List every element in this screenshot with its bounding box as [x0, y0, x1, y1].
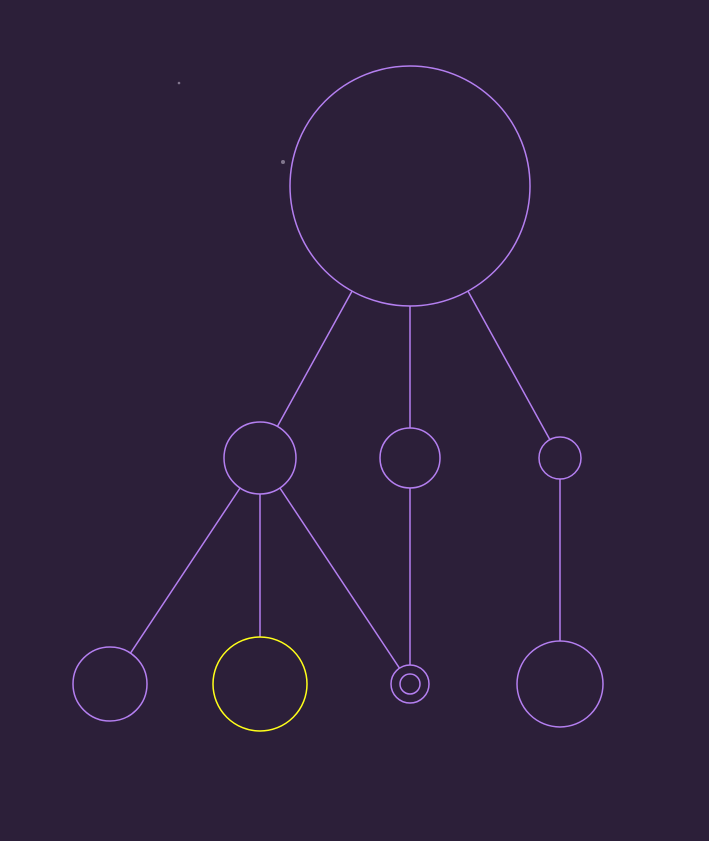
edge-layer — [129, 290, 561, 669]
node-ab — [390, 664, 430, 704]
edge-root-c — [467, 290, 551, 440]
edge-a-ab — [279, 487, 401, 669]
node-layer — [72, 65, 604, 732]
sparkle-dot — [177, 81, 181, 85]
node-c1 — [516, 640, 604, 728]
node-a — [223, 421, 297, 495]
edge-root-a — [276, 290, 353, 427]
node-c — [538, 436, 582, 480]
node-root — [289, 65, 531, 307]
sparkle-dot — [281, 160, 285, 164]
edge-a-a1 — [129, 487, 241, 654]
node-ab-inner-ring — [399, 673, 421, 695]
node-a1 — [72, 646, 148, 722]
node-b — [379, 427, 441, 489]
node-a2 — [212, 636, 308, 732]
